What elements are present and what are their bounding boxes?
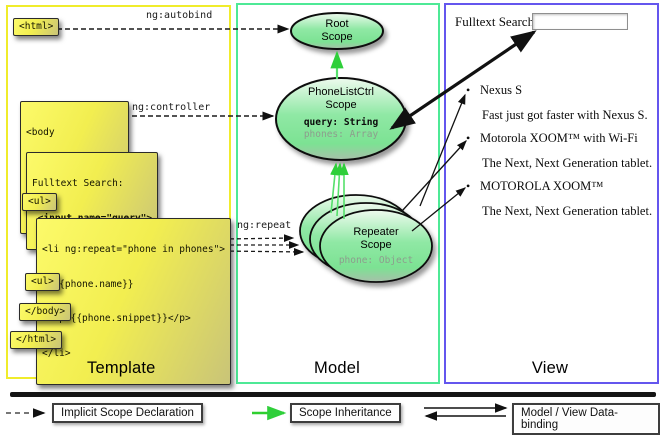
legend-databinding-label: Model / View Data-binding [512,403,660,435]
code-line: {{phone.name}} [42,278,134,290]
phonelistctrl-scope-label: PhoneListCtrl Scope query: String phones… [276,86,406,141]
root-scope-subtitle: Scope [321,30,353,43]
prop-phone: phone: Object [338,255,414,266]
view-item-name: • Motorola XOOM™ with Wi-Fi [466,131,638,146]
bullet-icon: • [466,83,471,97]
view-search-label: Fulltext Search: [455,14,538,29]
controller-label: ng:controller [132,102,211,113]
phonelistctrl-title: PhoneListCtrl [307,86,375,98]
repeater-subtitle: Scope [360,238,392,251]
view-item-snippet: Fast just got faster with Nexus S. [482,108,648,122]
code-line: Fulltext Search: [32,178,124,189]
view-item-name: • MOTOROLA XOOM™ [466,179,604,194]
code-line: </li> [42,347,71,359]
code-line: </body> [25,306,66,317]
model-column-label: Model [314,359,360,377]
legend-implicit-label: Implicit Scope Declaration [52,403,203,423]
legend-inheritance-label: Scope Inheritance [290,403,401,423]
code-ul-open: <ul> [22,193,57,211]
prop-query: query: String [303,117,379,128]
legend-databinding-arrows [424,403,508,421]
code-line: <li ng:repeat="phone in phones"> [42,244,226,255]
bullet-icon: • [466,131,471,145]
code-line: <ul> [28,196,51,207]
repeat-label: ng:repeat [237,220,292,231]
code-body-close: </body> [19,303,72,321]
legend-divider [10,392,656,397]
model-panel [236,3,440,384]
bullet-icon: • [466,179,471,193]
repeater-title: Repeater [353,226,399,238]
item-name-text: MOTOROLA XOOM™ [480,179,604,193]
code-html-open: <html> [13,18,60,36]
view-search-input[interactable] [532,13,628,30]
phonelistctrl-subtitle: Scope [325,98,357,111]
code-line: </html> [16,334,57,345]
item-name-text: Motorola XOOM™ with Wi-Fi [480,131,638,145]
item-name-text: Nexus S [480,83,523,97]
code-line: <body [26,127,55,138]
view-item-name: • Nexus S [466,83,522,98]
autobind-label: ng:autobind [146,10,213,21]
code-ul-close: <ul> [25,273,60,291]
code-line: <html> [19,21,54,32]
prop-phones: phones: Array [303,129,379,140]
view-column-label: View [531,359,569,377]
code-li-repeat: <li ng:repeat="phone in phones"> {{phone… [36,218,232,385]
repeater-scope-label: Repeater Scope phone: Object [320,226,432,267]
code-html-close: </html> [10,331,63,349]
view-item-snippet: The Next, Next Generation tablet. [482,204,653,218]
root-scope-title: Root [325,18,349,30]
view-item-snippet: The Next, Next Generation tablet. [482,156,653,170]
code-line: <ul> [31,276,54,287]
code-line: <p>{{phone.snippet}}</p> [42,313,191,324]
template-column-label: Template [87,359,156,377]
root-scope-label: Root Scope [291,18,383,43]
